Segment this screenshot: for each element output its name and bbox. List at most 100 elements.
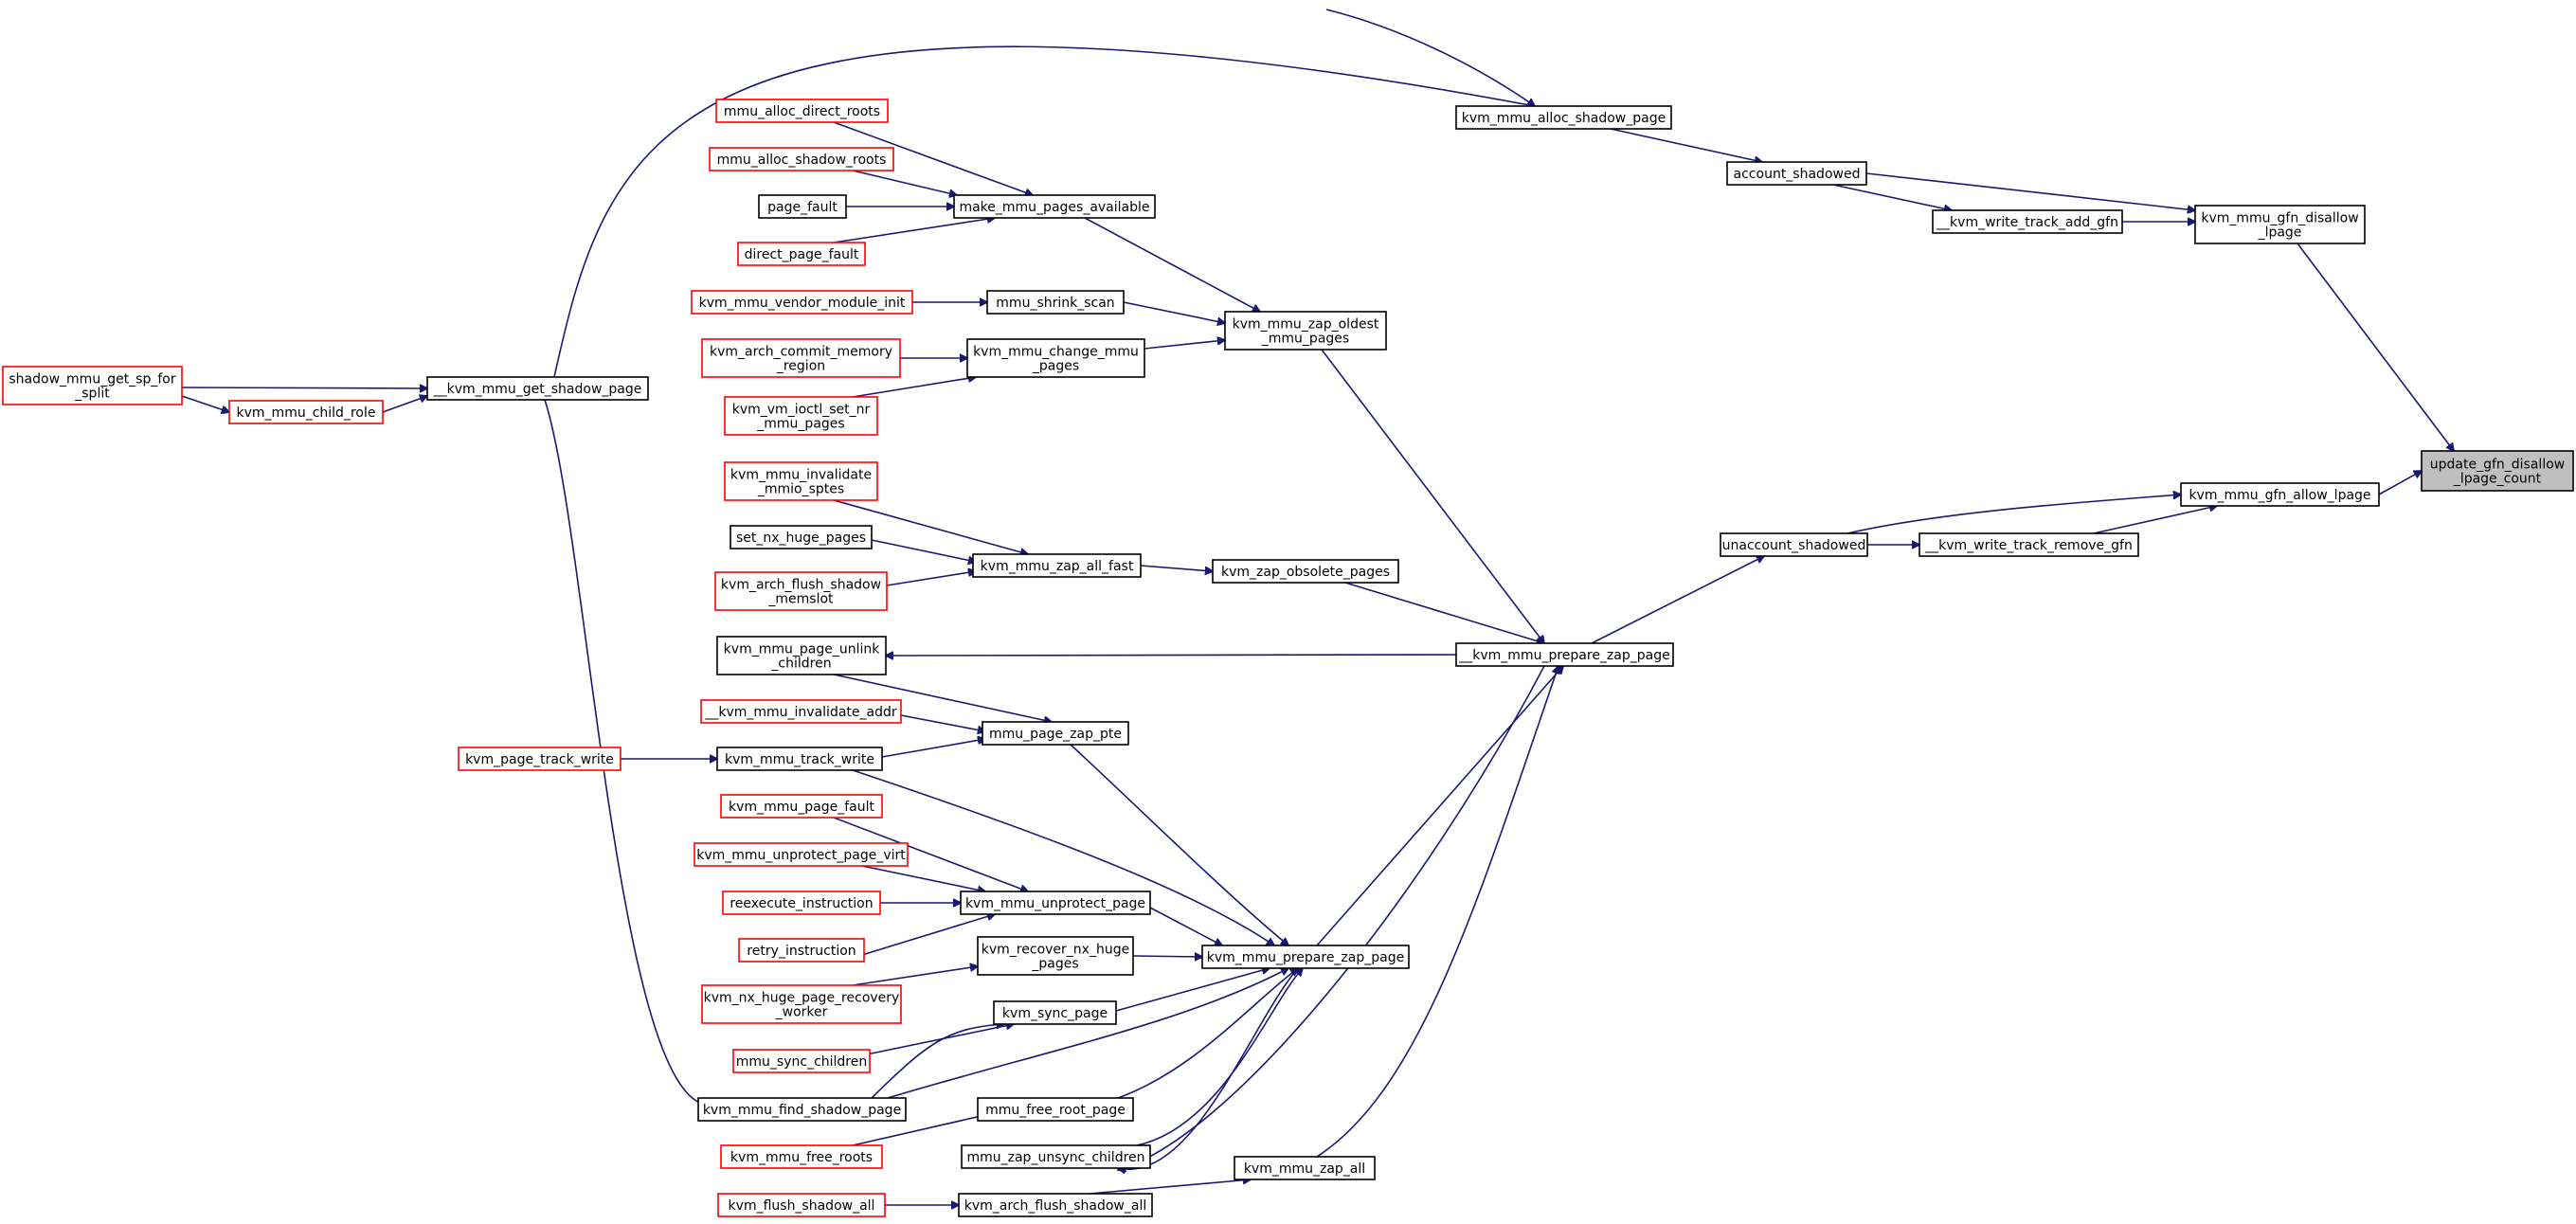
node-alloc-shadow-page[interactable]: kvm_mmu_alloc_shadow_page <box>1455 105 1672 130</box>
node-unprotect-page[interactable]: kvm_mmu_unprotect_page <box>960 891 1151 915</box>
node-label: __kvm_write_track_remove_gfn <box>1924 538 2133 553</box>
node-write-track-add[interactable]: __kvm_write_track_add_gfn <box>1932 209 2123 234</box>
node-label: kvm_mmu_page_unlink <box>724 642 881 657</box>
node-account-shadowed[interactable]: account_shadowed <box>1726 161 1867 186</box>
node-label: mmu_alloc_shadow_roots <box>717 153 887 168</box>
node-mmu-alloc-direct-roots[interactable]: mmu_alloc_direct_roots <box>715 99 889 123</box>
node-mmu-zap-all[interactable]: kvm_mmu_zap_all <box>1234 1156 1376 1180</box>
node-recover-nx-huge-pages[interactable]: kvm_recover_nx_huge_pages <box>977 936 1134 976</box>
node-box <box>2194 205 2366 244</box>
edge-trackwrite-to-zappte <box>881 739 985 758</box>
node-allow-lpage[interactable]: kvm_mmu_gfn_allow_lpage <box>2180 482 2380 507</box>
node-label: kvm_mmu_unprotect_page_virt <box>696 848 906 863</box>
node-prepare-zap-page-u[interactable]: __kvm_mmu_prepare_zap_page <box>1455 642 1674 667</box>
edge-zapallfast-to-obsolete <box>1140 565 1213 571</box>
node-box <box>2 366 183 405</box>
node-box <box>993 1000 1117 1025</box>
node-page-fault[interactable]: page_fault <box>758 194 847 219</box>
node-box <box>961 1144 1151 1169</box>
node-nx-recovery-worker[interactable]: kvm_nx_huge_page_recovery_worker <box>701 984 902 1024</box>
node-label: kvm_page_track_write <box>465 752 614 767</box>
node-box <box>701 338 901 378</box>
node-flush-shadow-all[interactable]: kvm_flush_shadow_all <box>717 1193 886 1217</box>
node-flush-shadow-all-arch[interactable]: kvm_arch_flush_shadow_all <box>958 1193 1153 1217</box>
node-label: kvm_mmu_gfn_disallow <box>2201 211 2358 226</box>
edge-recover-to-prepzap <box>1132 956 1202 957</box>
edge-prepzapu-to-unsync <box>1118 665 1545 1170</box>
node-mmu-free-root-page[interactable]: mmu_free_root_page <box>977 1097 1134 1122</box>
node-zap-obsolete-pages[interactable]: kvm_zap_obsolete_pages <box>1212 559 1399 584</box>
node-box <box>738 938 865 963</box>
node-ioctl-set-nr[interactable]: kvm_vm_ioctl_set_nr_mmu_pages <box>724 396 878 436</box>
edge-account-to-disallow <box>1865 172 2195 210</box>
node-label: __kvm_mmu_invalidate_addr <box>704 705 897 720</box>
edge-worker-to-recover <box>852 966 978 986</box>
node-page-track-write[interactable]: kvm_page_track_write <box>458 747 621 771</box>
edge-directfault-to-make <box>833 218 995 243</box>
node-zap-oldest[interactable]: kvm_mmu_zap_oldest_mmu_pages <box>1224 311 1387 351</box>
node-box <box>730 525 873 549</box>
edge-prepzapu-to-unlink <box>886 655 1457 656</box>
node-direct-page-fault[interactable]: direct_page_fault <box>737 242 866 266</box>
node-label: kvm_mmu_unprotect_page <box>965 896 1145 911</box>
node-make-mmu-pages-available[interactable]: make_mmu_pages_available <box>953 194 1156 219</box>
node-commit-memory-region[interactable]: kvm_arch_commit_memory_region <box>701 338 901 378</box>
node-unprotect-page-virt[interactable]: kvm_mmu_unprotect_page_virt <box>694 842 909 867</box>
node-set-nx-huge-pages[interactable]: set_nx_huge_pages <box>730 525 873 549</box>
node-label: make_mmu_pages_available <box>959 200 1149 215</box>
edge-getshadow-to-alloc <box>553 45 1536 378</box>
node-label: _pages <box>1031 957 1078 972</box>
node-flush-shadow-memslot[interactable]: kvm_arch_flush_shadow_memslot <box>714 571 888 611</box>
node-invalidate-addr[interactable]: __kvm_mmu_invalidate_addr <box>700 699 902 724</box>
node-box <box>1212 559 1399 584</box>
node-label: kvm_mmu_prepare_zap_page <box>1207 950 1404 965</box>
node-write-track-remove[interactable]: __kvm_write_track_remove_gfn <box>1918 532 2139 557</box>
node-retry-instruction[interactable]: retry_instruction <box>738 938 865 963</box>
node-label: kvm_mmu_change_mmu <box>973 345 1139 360</box>
node-label: set_nx_huge_pages <box>736 531 866 546</box>
edge-obsolete-to-prepzapu <box>1344 582 1544 643</box>
node-vendor-module-init[interactable]: kvm_mmu_vendor_module_init <box>691 290 913 315</box>
node-label: kvm_mmu_alloc_shadow_page <box>1462 111 1666 126</box>
edge-split-to-getshadow <box>181 387 427 388</box>
node-label: kvm_mmu_zap_all <box>1244 1161 1365 1177</box>
node-invalidate-mmio[interactable]: kvm_mmu_invalidate_mmio_sptes <box>724 461 878 501</box>
node-label: kvm_arch_flush_shadow_all <box>964 1198 1147 1214</box>
node-find-shadow-page[interactable]: kvm_mmu_find_shadow_page <box>697 1097 907 1122</box>
node-label: _region <box>776 359 825 374</box>
node-reexecute-instruction[interactable]: reexecute_instruction <box>722 891 881 915</box>
node-mmu-shrink-scan[interactable]: mmu_shrink_scan <box>986 290 1125 315</box>
node-label: __kvm_write_track_add_gfn <box>1936 215 2118 230</box>
node-track-write[interactable]: kvm_mmu_track_write <box>716 747 883 771</box>
node-mmu-sync-children[interactable]: mmu_sync_children <box>732 1049 871 1073</box>
node-sync-page[interactable]: kvm_sync_page <box>993 1000 1117 1025</box>
node-child-role[interactable]: kvm_mmu_child_role <box>228 400 384 424</box>
edge-freeroot-to-prepzap <box>1117 968 1298 1099</box>
node-layer: update_gfn_disallow_lpage_count kvm_mmu_g… <box>2 99 2574 1217</box>
node-box <box>717 1193 886 1217</box>
node-page-unlink-children[interactable]: kvm_mmu_page_unlink_children <box>716 636 887 675</box>
node-unaccount-shadowed[interactable]: unaccount_shadowed <box>1720 532 1868 557</box>
node-box <box>724 461 878 501</box>
node-disallow-lpage[interactable]: kvm_mmu_gfn_disallow_lpage <box>2194 205 2366 244</box>
node-get-shadow-page-u[interactable]: __kvm_mmu_get_shadow_page <box>426 376 649 401</box>
node-prepare-zap-page[interactable]: kvm_mmu_prepare_zap_page <box>1201 945 1410 969</box>
node-mmu-free-roots[interactable]: kvm_mmu_free_roots <box>720 1144 883 1169</box>
node-mmu-page-zap-pte[interactable]: mmu_page_zap_pte <box>982 721 1129 746</box>
node-mmu-page-fault[interactable]: kvm_mmu_page_fault <box>720 794 883 819</box>
node-zap-unsync-children[interactable]: mmu_zap_unsync_children <box>961 1144 1151 1169</box>
node-label: _memslot <box>767 592 834 607</box>
node-mmu-alloc-shadow-roots[interactable]: mmu_alloc_shadow_roots <box>709 147 894 171</box>
edge-make-to-zapoldest <box>1084 217 1260 312</box>
node-change-mmu-pages[interactable]: kvm_mmu_change_mmu_pages <box>966 338 1145 378</box>
node-label: mmu_page_zap_pte <box>989 727 1122 742</box>
node-box <box>715 99 889 123</box>
node-update-gfn[interactable]: update_gfn_disallow_lpage_count <box>2421 450 2574 492</box>
edge-getshadow-to-alloc-tail <box>1325 9 1535 106</box>
edge-retry-to-unprotect <box>861 914 995 956</box>
node-zap-all-fast[interactable]: kvm_mmu_zap_all_fast <box>972 553 1142 578</box>
node-box <box>758 194 847 219</box>
node-label: kvm_sync_page <box>1002 1006 1108 1021</box>
node-get-sp-for-split[interactable]: shadow_mmu_get_sp_for_split <box>2 366 183 405</box>
